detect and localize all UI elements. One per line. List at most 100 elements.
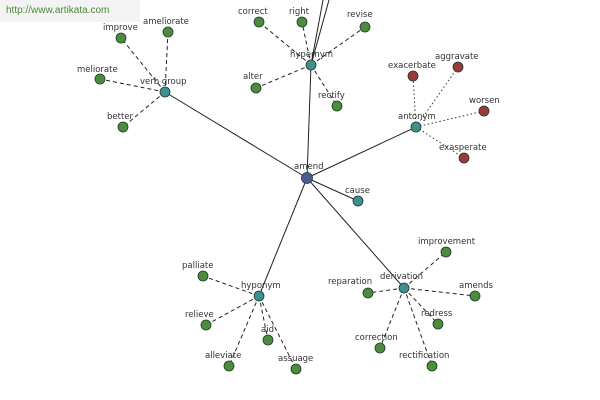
category-node-derivation-dot[interactable] [398,282,410,294]
word-node-aid[interactable]: aid [261,325,274,346]
edge-verb-group-improve [120,37,166,93]
word-node-alter[interactable]: alter [243,72,263,94]
category-node-hypernym-dot[interactable] [305,59,317,71]
category-node-hyponym-dot[interactable] [253,290,265,302]
edge-hypernym-offscreen-0 [310,0,324,66]
category-label-derivation: derivation [380,272,423,282]
edge-derivation-correction [379,287,405,349]
word-node-aid-dot[interactable] [262,334,274,346]
category-node-cause[interactable]: cause [345,186,370,207]
word-label-assuage: assuage [278,354,313,364]
word-node-exasperate-dot[interactable] [458,152,470,164]
word-label-exasperate: exasperate [439,143,487,153]
edge-hyponym-relieve [205,295,260,326]
word-node-alter-dot[interactable] [250,82,262,94]
edge-hyponym-aid [258,295,269,341]
word-label-aid: aid [261,325,274,335]
center-label: amend [294,162,324,172]
word-node-redress-dot[interactable] [432,318,444,330]
edge-derivation-improvement [403,251,447,289]
word-node-exacerbate[interactable]: exacerbate [388,61,436,82]
word-label-rectify: rectify [318,91,345,101]
word-label-alter: alter [243,72,263,82]
word-node-improvement[interactable]: improvement [418,237,476,258]
edge-amend-verb-group [164,91,308,179]
edge-antonym-exasperate [415,126,465,159]
word-label-revise: revise [347,10,373,20]
word-label-palliate: palliate [182,261,213,271]
word-node-better[interactable]: better [107,112,134,133]
category-node-antonym-dot[interactable] [410,121,422,133]
word-node-rectification[interactable]: rectification [399,351,449,372]
word-label-worsen: worsen [469,96,500,106]
word-node-worsen-dot[interactable] [478,105,490,117]
category-node-hypernym[interactable]: hypernym [290,50,333,71]
category-node-antonym[interactable]: antonym [398,112,436,133]
word-node-amends-dot[interactable] [469,290,481,302]
word-node-relieve-dot[interactable] [200,319,212,331]
word-node-correction-dot[interactable] [374,342,386,354]
category-node-derivation[interactable]: derivation [380,272,423,294]
word-node-redress[interactable]: redress [421,309,453,330]
word-node-exacerbate-dot[interactable] [407,70,419,82]
edge-amend-cause [306,177,359,202]
edge-hyponym-alleviate [228,295,260,367]
edge-antonym-aggravate [415,66,459,128]
edge-derivation-reparation [367,287,405,294]
word-node-ameliorate[interactable]: ameliorate [143,17,189,38]
word-label-improve: improve [103,23,138,33]
center-node-amend[interactable]: amend [294,162,324,184]
edge-hypernym-right [301,21,312,66]
word-node-alleviate-dot[interactable] [223,360,235,372]
word-node-improve[interactable]: improve [103,23,138,44]
word-node-aggravate-dot[interactable] [452,61,464,73]
word-node-amends[interactable]: amends [459,281,494,302]
category-node-cause-dot[interactable] [352,195,364,207]
edge-amend-derivation [306,177,405,289]
edge-derivation-amends [403,287,476,297]
word-node-relieve[interactable]: relieve [185,310,214,331]
word-node-reparation[interactable]: reparation [328,277,374,299]
watermark-link[interactable]: http://www.artikata.com [0,0,140,22]
word-node-better-dot[interactable] [117,121,129,133]
word-node-correct[interactable]: correct [238,7,268,28]
word-node-right[interactable]: right [289,7,310,28]
category-label-hypernym: hypernym [290,50,333,60]
word-node-alleviate[interactable]: alleviate [205,351,241,372]
word-node-aggravate[interactable]: aggravate [435,52,479,73]
word-node-meliorate-dot[interactable] [94,73,106,85]
word-node-meliorate[interactable]: meliorate [77,65,118,85]
word-label-improvement: improvement [418,237,476,247]
word-node-rectification-dot[interactable] [426,360,438,372]
word-node-improve-dot[interactable] [115,32,127,44]
word-node-rectify[interactable]: rectify [318,91,345,112]
center-node-amend-dot[interactable] [301,172,313,184]
category-node-verb-group[interactable]: verb group [140,77,187,98]
graph-nodes: improve ameliorate meliorate better correct r… [77,7,500,375]
word-label-right: right [289,7,310,17]
word-node-reparation-dot[interactable] [362,287,374,299]
word-node-revise-dot[interactable] [359,21,371,33]
word-node-palliate-dot[interactable] [197,270,209,282]
word-label-correct: correct [238,7,268,17]
category-node-hyponym[interactable]: hyponym [241,281,281,302]
category-label-hyponym: hyponym [241,281,281,291]
word-node-right-dot[interactable] [296,16,308,28]
watermark-text: http://www.artikata.com [6,5,110,16]
word-node-revise[interactable]: revise [347,10,373,33]
word-label-alleviate: alleviate [205,351,241,361]
word-node-assuage[interactable]: assuage [278,354,313,375]
category-node-verb-group-dot[interactable] [159,86,171,98]
word-label-better: better [107,112,134,122]
word-node-correction[interactable]: correction [355,333,398,354]
word-node-exasperate[interactable]: exasperate [439,143,487,164]
edge-hypernym-correct [258,21,312,66]
edge-hypernym-rectify [310,64,338,107]
word-node-correct-dot[interactable] [253,16,265,28]
word-node-improvement-dot[interactable] [440,246,452,258]
word-node-ameliorate-dot[interactable] [162,26,174,38]
word-node-rectify-dot[interactable] [331,100,343,112]
word-node-palliate[interactable]: palliate [182,261,213,282]
word-node-assuage-dot[interactable] [290,363,302,375]
word-node-worsen[interactable]: worsen [469,96,500,117]
